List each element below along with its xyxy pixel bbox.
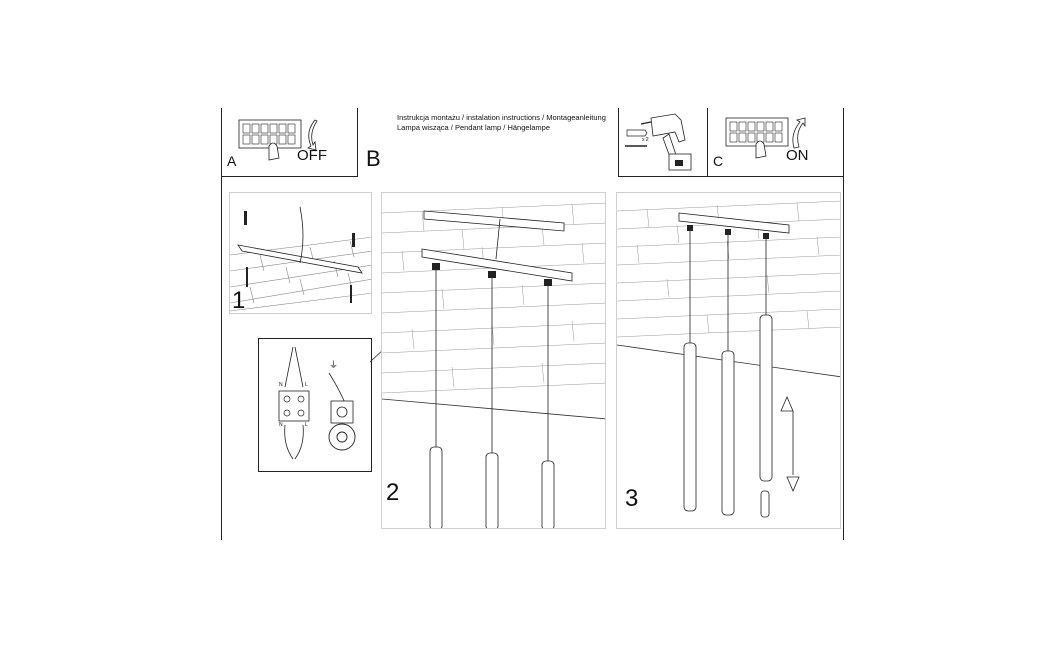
step-3-panel: 3 bbox=[616, 192, 841, 529]
on-label: ON bbox=[786, 147, 809, 164]
step-3-ceiling-drawing bbox=[617, 200, 840, 518]
breaker-off-icon bbox=[238, 119, 318, 161]
terminal-label-l-top: L bbox=[305, 382, 308, 388]
off-label: OFF bbox=[297, 147, 327, 164]
step-1-number: 1 bbox=[232, 287, 246, 314]
panel-a: A OFF bbox=[221, 108, 358, 176]
panel-c-letter: C bbox=[713, 153, 724, 169]
step-2-ceiling-drawing bbox=[382, 202, 605, 528]
drill-quantity: x 2 bbox=[642, 137, 649, 143]
frame-bottom-line-right bbox=[618, 176, 844, 177]
step-1-ceiling-drawing bbox=[230, 206, 371, 312]
header-line-1: Instrukcja montażu / instalation instruc… bbox=[397, 113, 606, 122]
drill-icon bbox=[625, 113, 692, 171]
earth-symbol-top: ⏚ bbox=[329, 360, 339, 370]
breaker-on-icon bbox=[725, 117, 806, 159]
terminal-label-n-top: N bbox=[279, 382, 283, 388]
step-3-number: 3 bbox=[625, 485, 639, 512]
wiring-detail-panel: ⏚ N L N L bbox=[258, 338, 372, 472]
frame-left-line bbox=[221, 108, 222, 540]
step-2-panel: 2 bbox=[381, 192, 606, 529]
terminal-block-drawing bbox=[278, 346, 356, 460]
header-text: Instrukcja montażu / instalation instruc… bbox=[397, 113, 606, 133]
terminal-label-n-bottom: N bbox=[279, 422, 283, 428]
terminal-label-l-bottom: L bbox=[305, 422, 308, 428]
panel-b-letter: B bbox=[366, 146, 381, 171]
panel-a-letter: A bbox=[227, 153, 237, 169]
step-2-number: 2 bbox=[386, 479, 400, 506]
panel-c: C ON bbox=[708, 108, 844, 176]
step-1-panel: 1 bbox=[229, 192, 372, 314]
frame-bottom-line bbox=[221, 176, 358, 177]
drill-panel: x 2 bbox=[618, 108, 708, 176]
header-line-2: Lampa wisząca / Pendant lamp / Hängelamp… bbox=[397, 123, 551, 132]
frame-right-line bbox=[843, 108, 844, 540]
